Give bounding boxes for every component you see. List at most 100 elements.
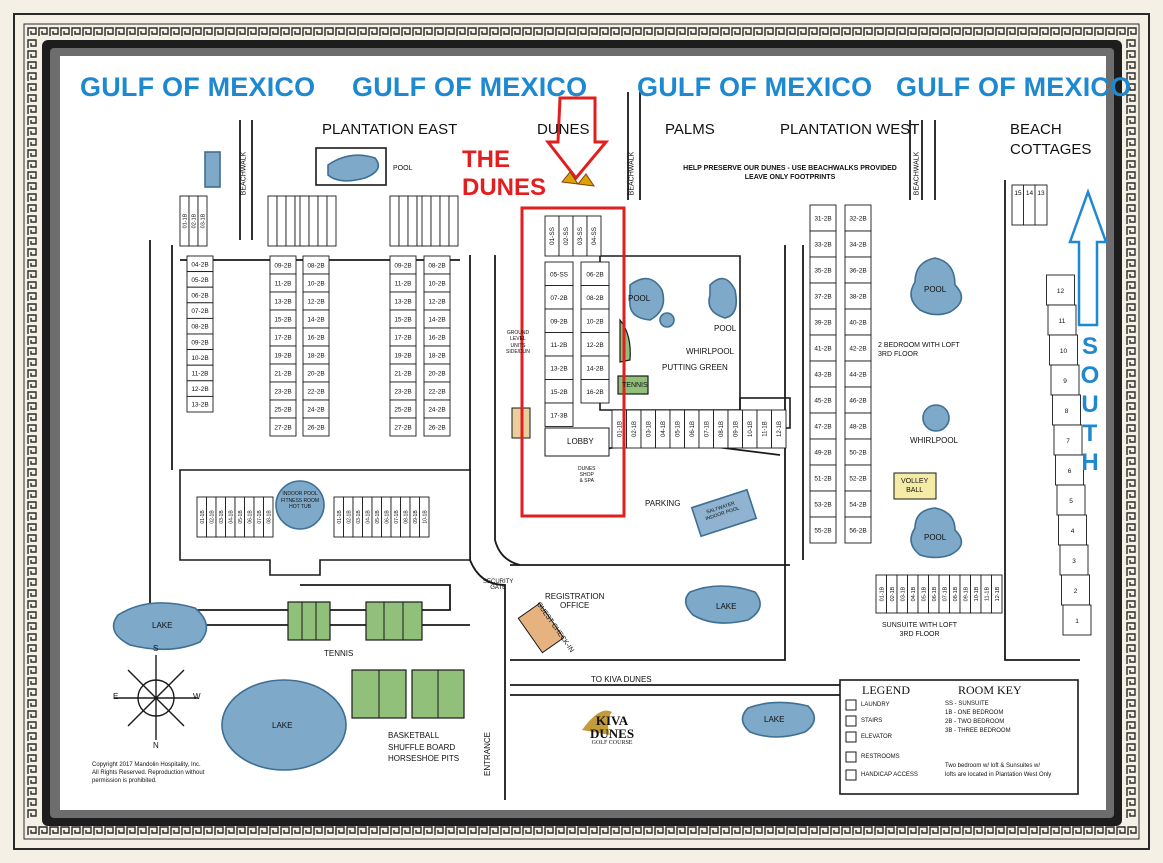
unit-label: 08-2B [191, 324, 208, 331]
lake-bottom-left [221, 679, 347, 771]
cottage-box [1034, 184, 1048, 226]
border-key-glyph [599, 826, 609, 835]
border-key-glyph [1126, 105, 1136, 114]
border-key-glyph [27, 380, 37, 389]
unit-box [844, 334, 872, 362]
compass-s: S [153, 644, 159, 653]
border-key-glyph [27, 358, 37, 367]
legend-title: LEGEND [862, 683, 910, 697]
border-key-glyph [874, 27, 884, 36]
unit-label: 05-1B [675, 421, 681, 437]
border-key-glyph [1126, 556, 1136, 565]
border-key-glyph [104, 27, 114, 36]
unit-label: 08-1B [266, 510, 272, 524]
unit-label: 22-2B [307, 389, 324, 396]
border-key-glyph [27, 303, 37, 312]
unit-label: 36-2B [849, 268, 866, 275]
unit-label: 19-2B [274, 353, 291, 360]
unit-label: 24-2B [428, 407, 445, 414]
unit-label: 06-2B [191, 293, 208, 300]
border-key-glyph [258, 826, 268, 835]
border-key-glyph [1126, 644, 1136, 653]
unit-label: 03-1B [646, 421, 652, 437]
border-key-glyph [874, 826, 884, 835]
dunes-highlight-box [520, 206, 626, 518]
border-key-glyph [940, 826, 950, 835]
border-key-glyph [863, 27, 873, 36]
border-key-glyph [1126, 490, 1136, 499]
border-key-glyph [1126, 809, 1136, 818]
border-key-glyph [764, 27, 774, 36]
border-key-glyph [566, 27, 576, 36]
parking-label: PARKING [645, 499, 681, 508]
unit-label: 06-1B [247, 510, 253, 524]
border-key-glyph [731, 27, 741, 36]
unit-label: 02-1B [890, 586, 896, 601]
border-key-glyph [27, 72, 37, 81]
unit-label: 27-2B [274, 425, 291, 432]
cottage-label: 10 [1060, 348, 1068, 355]
border-key-glyph [1126, 600, 1136, 609]
border-key-glyph [27, 501, 37, 510]
border-key-glyph [643, 27, 653, 36]
border-key-glyph [357, 826, 367, 835]
cottage-box [1056, 484, 1086, 516]
border-key-glyph [247, 826, 257, 835]
border-key-glyph [577, 826, 587, 835]
border-key-glyph [1126, 160, 1136, 169]
unit-label: 02-1B [209, 510, 215, 524]
border-key-glyph [27, 94, 37, 103]
whirlpool-label-west: WHIRLPOOL [910, 436, 959, 445]
border-key-glyph [962, 27, 972, 36]
south-arrow [1068, 188, 1108, 327]
unit-label: 23-2B [394, 389, 411, 396]
unit-box [809, 412, 837, 440]
border-key-glyph [445, 826, 455, 835]
unit-label: 24-2B [307, 407, 324, 414]
border-key-glyph [1126, 292, 1136, 301]
border-key-glyph [1126, 534, 1136, 543]
border-key-glyph [1126, 391, 1136, 400]
border-key-glyph [302, 826, 312, 835]
unit-label: 08-1B [403, 510, 409, 524]
border-key-glyph [27, 446, 37, 455]
border-key-glyph [500, 27, 510, 36]
unit-label: 16-2B [307, 335, 324, 342]
border-key-glyph [126, 826, 136, 835]
unit-label: 13-2B [550, 365, 567, 372]
border-key-glyph [27, 292, 37, 301]
legend-handicap: HANDICAP ACCESS [861, 772, 918, 778]
guest-checkin-marker [517, 602, 565, 654]
border-key-glyph [698, 27, 708, 36]
border-key-glyph [313, 27, 323, 36]
unit-box [276, 195, 287, 247]
unit-label: 10-1B [422, 510, 428, 524]
unit-label: 04-1B [228, 510, 234, 524]
border-key-glyph [1126, 787, 1136, 796]
border-key-glyph [346, 826, 356, 835]
border-key-glyph [137, 826, 147, 835]
lake-registration [684, 585, 761, 624]
border-key-glyph [335, 27, 345, 36]
border-key-glyph [1126, 50, 1136, 59]
tennis-label-dunes: TENNIS [622, 382, 648, 389]
border-key-glyph [27, 149, 37, 158]
border-key-glyph [148, 27, 158, 36]
unit-label: 48-2B [849, 424, 866, 431]
border-key-glyph [1126, 545, 1136, 554]
border-key-glyph [1126, 193, 1136, 202]
cottage-box [1062, 604, 1092, 636]
border-key-glyph [1017, 27, 1027, 36]
unit-label: 12-2B [191, 386, 208, 393]
the-dunes-highlight-label: THE DUNES [462, 146, 547, 201]
unit-label: 34-2B [849, 242, 866, 249]
unit-box [299, 195, 310, 247]
unit-label: 04-1B [911, 586, 917, 601]
unit-label: 09-2B [394, 263, 411, 270]
border-key-glyph [797, 27, 807, 36]
unit-label: 51-2B [814, 476, 831, 483]
border-key-glyph [830, 826, 840, 835]
unit-label: 22-2B [428, 389, 445, 396]
legend-laundry: LAUNDRY [861, 702, 890, 708]
